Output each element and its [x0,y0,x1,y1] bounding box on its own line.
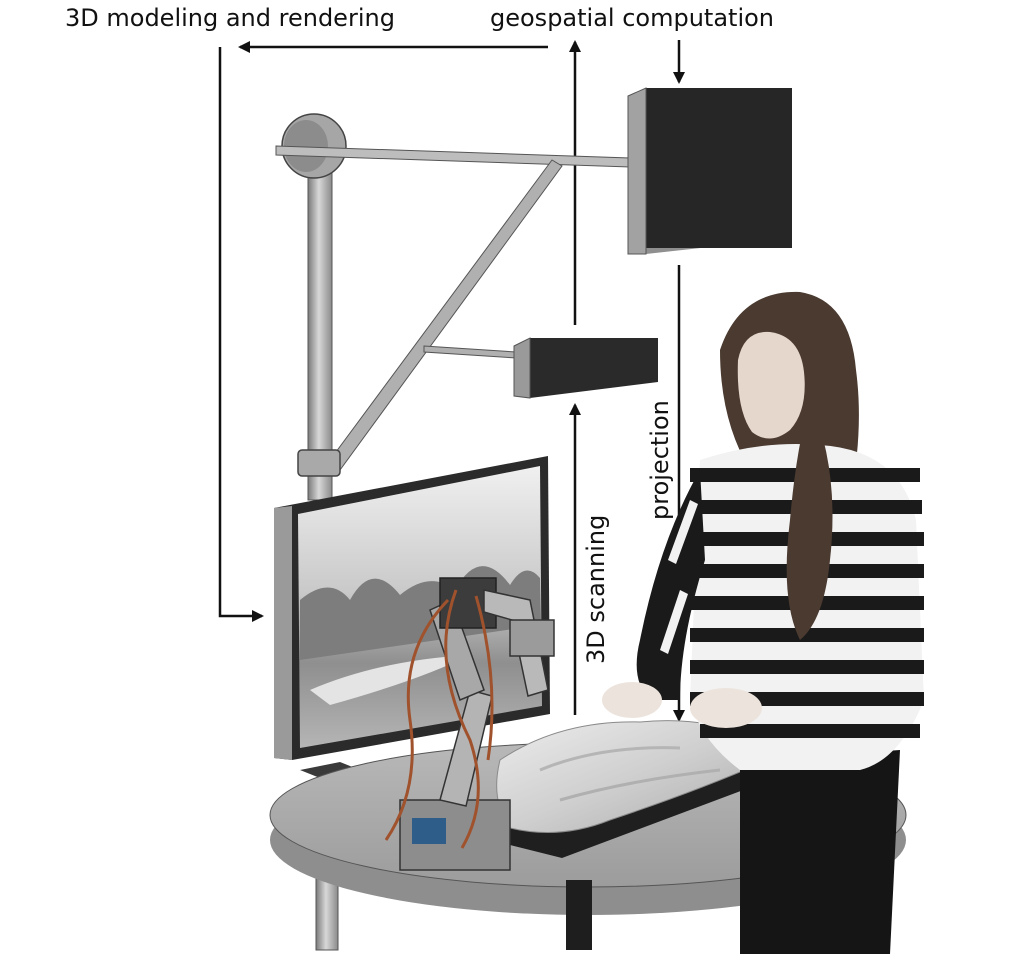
flow-arrows [218,40,685,722]
person-hair-front [786,400,833,640]
sand-ridge [539,746,681,772]
vertical-pole [307,139,333,501]
label-3d-scanning: 3D scanning [582,515,610,664]
screen-path [310,655,470,705]
robotic-arm-icon [384,577,555,871]
person-left-hand [602,682,662,718]
sand-model-icon [496,720,770,858]
table-leg [566,880,592,950]
user-figure-icon [602,291,924,954]
person-legs [740,750,900,954]
scanner-arm [423,345,517,359]
robot-cables [384,589,494,849]
label-geospatial-computation: geospatial computation [490,4,774,32]
monitor-side [274,506,292,760]
sand-ridge-2 [559,768,721,802]
depth-scanner-icon [513,337,658,399]
arrow-modeling-to-monitor [218,47,264,622]
robot-board [412,818,446,844]
pole-collar [297,449,341,477]
label-projection: projection [646,400,674,520]
label-3d-modeling: 3D modeling and rendering [65,4,395,32]
projector-icon [627,87,792,255]
robot-gripper [509,619,555,657]
person-right-hand [690,688,762,728]
diagonal-brace [329,159,563,471]
person-face [737,331,805,439]
top-joint-face [284,120,328,172]
robot-forearm [483,589,549,697]
